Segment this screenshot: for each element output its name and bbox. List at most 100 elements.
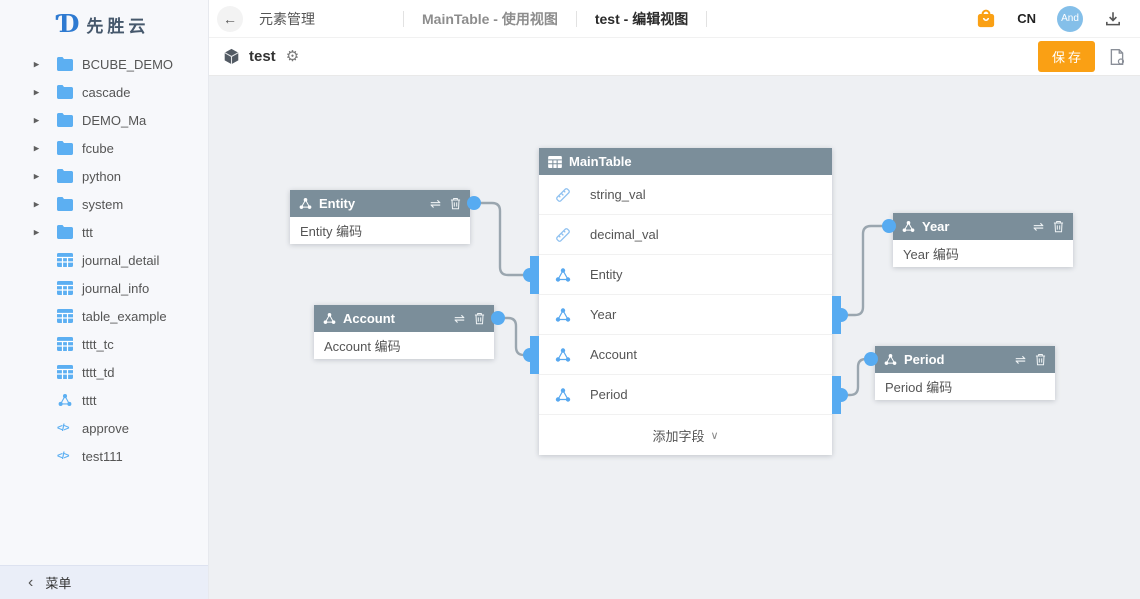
market-bag-icon[interactable] xyxy=(976,9,996,29)
sidebar-item-tttt[interactable]: tttt xyxy=(0,386,208,414)
sidebar-item-system[interactable]: system xyxy=(0,190,208,218)
element-tree: BCUBE_DEMO cascade DEMO_Ma fcube python xyxy=(0,42,208,565)
node-entity[interactable]: Entity Entity 编码 xyxy=(290,190,481,244)
swap-icon[interactable] xyxy=(454,312,465,325)
node-period-header[interactable]: Period xyxy=(875,346,1055,373)
sidebar-collapse-button[interactable]: 菜单 xyxy=(0,565,208,599)
port-year-out[interactable] xyxy=(832,296,848,334)
node-title: Year xyxy=(922,219,950,234)
node-maintable-header[interactable]: MainTable xyxy=(539,148,832,175)
sidebar-item-label: python xyxy=(82,168,122,184)
add-field-button[interactable]: 添加字段 xyxy=(539,415,832,455)
caret-right-icon[interactable] xyxy=(33,199,47,210)
download-icon[interactable] xyxy=(1104,10,1122,28)
port-entity-in[interactable] xyxy=(523,256,539,294)
model-canvas[interactable]: MainTable string_val decimal_val Entity … xyxy=(209,76,1140,599)
logo-text: 先胜云 xyxy=(86,16,150,36)
swap-icon[interactable] xyxy=(1033,220,1044,233)
port-bump xyxy=(834,308,848,322)
avatar[interactable]: And xyxy=(1057,5,1083,32)
caret-right-icon[interactable] xyxy=(33,115,47,126)
caret-right-icon[interactable] xyxy=(33,171,47,182)
code-icon xyxy=(57,423,73,434)
folder-icon xyxy=(57,85,73,99)
node-period[interactable]: Period Period 编码 xyxy=(864,346,1055,400)
field-name: Year xyxy=(590,307,617,322)
sidebar-item-approve[interactable]: approve xyxy=(0,414,208,442)
port-period-out[interactable] xyxy=(832,376,848,414)
table-icon xyxy=(57,365,73,379)
sidebar-item-label: fcube xyxy=(82,140,114,156)
field-row-decimal-val[interactable]: decimal_val xyxy=(539,215,832,255)
divider xyxy=(706,10,708,27)
trash-icon[interactable] xyxy=(474,312,485,325)
node-field-label: Entity 编码 xyxy=(300,224,363,239)
port-period-in[interactable] xyxy=(864,352,878,366)
node-entity-header[interactable]: Entity xyxy=(290,190,470,217)
swap-icon[interactable] xyxy=(430,197,441,210)
field-row-account[interactable]: Account xyxy=(539,335,832,375)
sidebar-item-label: journal_info xyxy=(82,280,150,296)
sidebar-item-tttt-td[interactable]: tttt_td xyxy=(0,358,208,386)
caret-right-icon[interactable] xyxy=(33,227,47,238)
save-as-icon[interactable] xyxy=(1108,48,1126,66)
port-account-in[interactable] xyxy=(523,336,539,374)
sidebar: Ɗ 先胜云 BCUBE_DEMO cascade DEMO_Ma xyxy=(0,0,209,599)
sidebar-item-test111[interactable]: test111 xyxy=(0,442,208,470)
sidebar-item-journal-detail[interactable]: journal_detail xyxy=(0,246,208,274)
sidebar-item-ttt[interactable]: ttt xyxy=(0,218,208,246)
chevron-left-icon xyxy=(28,574,33,592)
port-account-out[interactable] xyxy=(491,311,505,325)
save-button[interactable]: 保存 xyxy=(1037,41,1095,72)
caret-right-icon[interactable] xyxy=(33,143,47,154)
node-title: Entity xyxy=(319,196,356,211)
sidebar-item-table-example[interactable]: table_example xyxy=(0,302,208,330)
tab-test-edit-view[interactable]: test - 编辑视图 xyxy=(594,10,689,27)
dimension-icon xyxy=(555,307,571,322)
sidebar-item-journal-info[interactable]: journal_info xyxy=(0,274,208,302)
caret-right-icon[interactable] xyxy=(33,87,47,98)
dimension-icon xyxy=(555,347,571,362)
trash-icon[interactable] xyxy=(450,197,461,210)
sidebar-item-label: tttt xyxy=(82,392,97,408)
code-icon xyxy=(57,451,73,462)
field-row-year[interactable]: Year xyxy=(539,295,832,335)
tab-maintable-usage-view[interactable]: MainTable - 使用视图 xyxy=(422,10,558,27)
port-bump xyxy=(523,268,537,282)
divider xyxy=(575,10,577,27)
sidebar-item-tttt-tc[interactable]: tttt_tc xyxy=(0,330,208,358)
field-row-entity[interactable]: Entity xyxy=(539,255,832,295)
node-account[interactable]: Account Account 编码 xyxy=(314,305,505,359)
back-button[interactable] xyxy=(217,5,243,32)
table-icon xyxy=(548,155,562,168)
sidebar-item-demo-ma[interactable]: DEMO_Ma xyxy=(0,106,208,134)
dimension-icon xyxy=(299,198,312,209)
field-name: Entity xyxy=(590,267,623,282)
node-year-header[interactable]: Year xyxy=(893,213,1073,240)
dimension-icon xyxy=(323,313,336,324)
trash-icon[interactable] xyxy=(1035,353,1046,366)
field-row-period[interactable]: Period xyxy=(539,375,832,415)
trash-icon[interactable] xyxy=(1053,220,1064,233)
caret-right-icon[interactable] xyxy=(33,59,47,70)
node-maintable[interactable]: MainTable string_val decimal_val Entity … xyxy=(523,148,848,455)
sidebar-item-cascade[interactable]: cascade xyxy=(0,78,208,106)
gear-icon[interactable] xyxy=(286,49,299,64)
folder-icon xyxy=(57,113,73,127)
node-year[interactable]: Year Year 编码 xyxy=(882,213,1073,267)
node-account-header[interactable]: Account xyxy=(314,305,494,332)
sidebar-item-fcube[interactable]: fcube xyxy=(0,134,208,162)
sidebar-item-python[interactable]: python xyxy=(0,162,208,190)
page-title: 元素管理 xyxy=(259,10,315,27)
node-title: Period xyxy=(904,352,945,367)
sidebar-item-bcube-demo[interactable]: BCUBE_DEMO xyxy=(0,50,208,78)
sidebar-item-label: ttt xyxy=(82,224,93,240)
swap-icon[interactable] xyxy=(1015,353,1026,366)
port-year-in[interactable] xyxy=(882,219,896,233)
sidebar-item-label: test111 xyxy=(82,448,123,464)
field-row-string-val[interactable]: string_val xyxy=(539,175,832,215)
locale-switcher[interactable]: CN xyxy=(1017,11,1036,26)
port-entity-out[interactable] xyxy=(467,196,481,210)
sidebar-item-label: cascade xyxy=(82,84,131,100)
field-name: Account xyxy=(590,347,637,362)
